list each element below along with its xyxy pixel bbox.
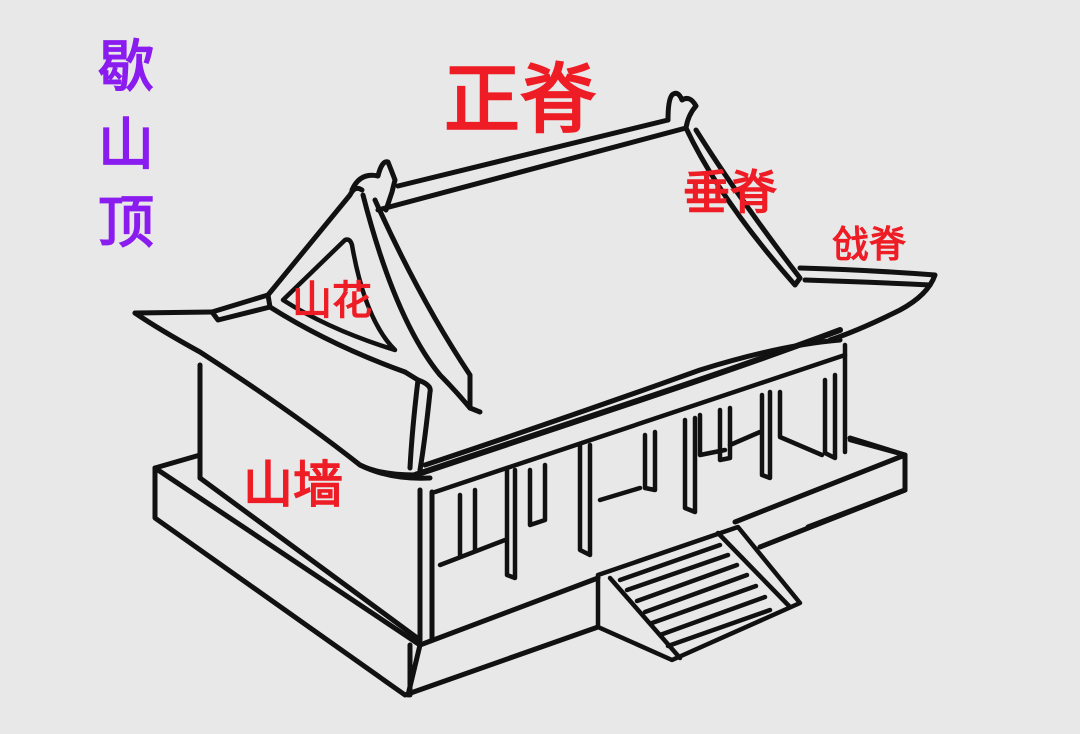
colonnade <box>432 342 908 581</box>
title-char-3: 顶 <box>98 191 154 256</box>
stairs <box>595 524 803 663</box>
title-char-2: 山 <box>98 113 154 178</box>
label-gable-flower: 山花 <box>292 278 372 324</box>
label-gable-wall: 山墙 <box>243 456 343 514</box>
roof-type-title: 歇 山 顶 <box>94 40 158 252</box>
roof <box>132 90 938 481</box>
platform <box>152 435 908 698</box>
label-main-ridge: 正脊 <box>444 55 596 144</box>
label-vertical-ridge: 垂脊 <box>683 166 777 221</box>
title-char-1: 歇 <box>98 35 154 100</box>
walls <box>197 362 435 643</box>
label-diagonal-ridge: 戗脊 <box>832 223 906 266</box>
